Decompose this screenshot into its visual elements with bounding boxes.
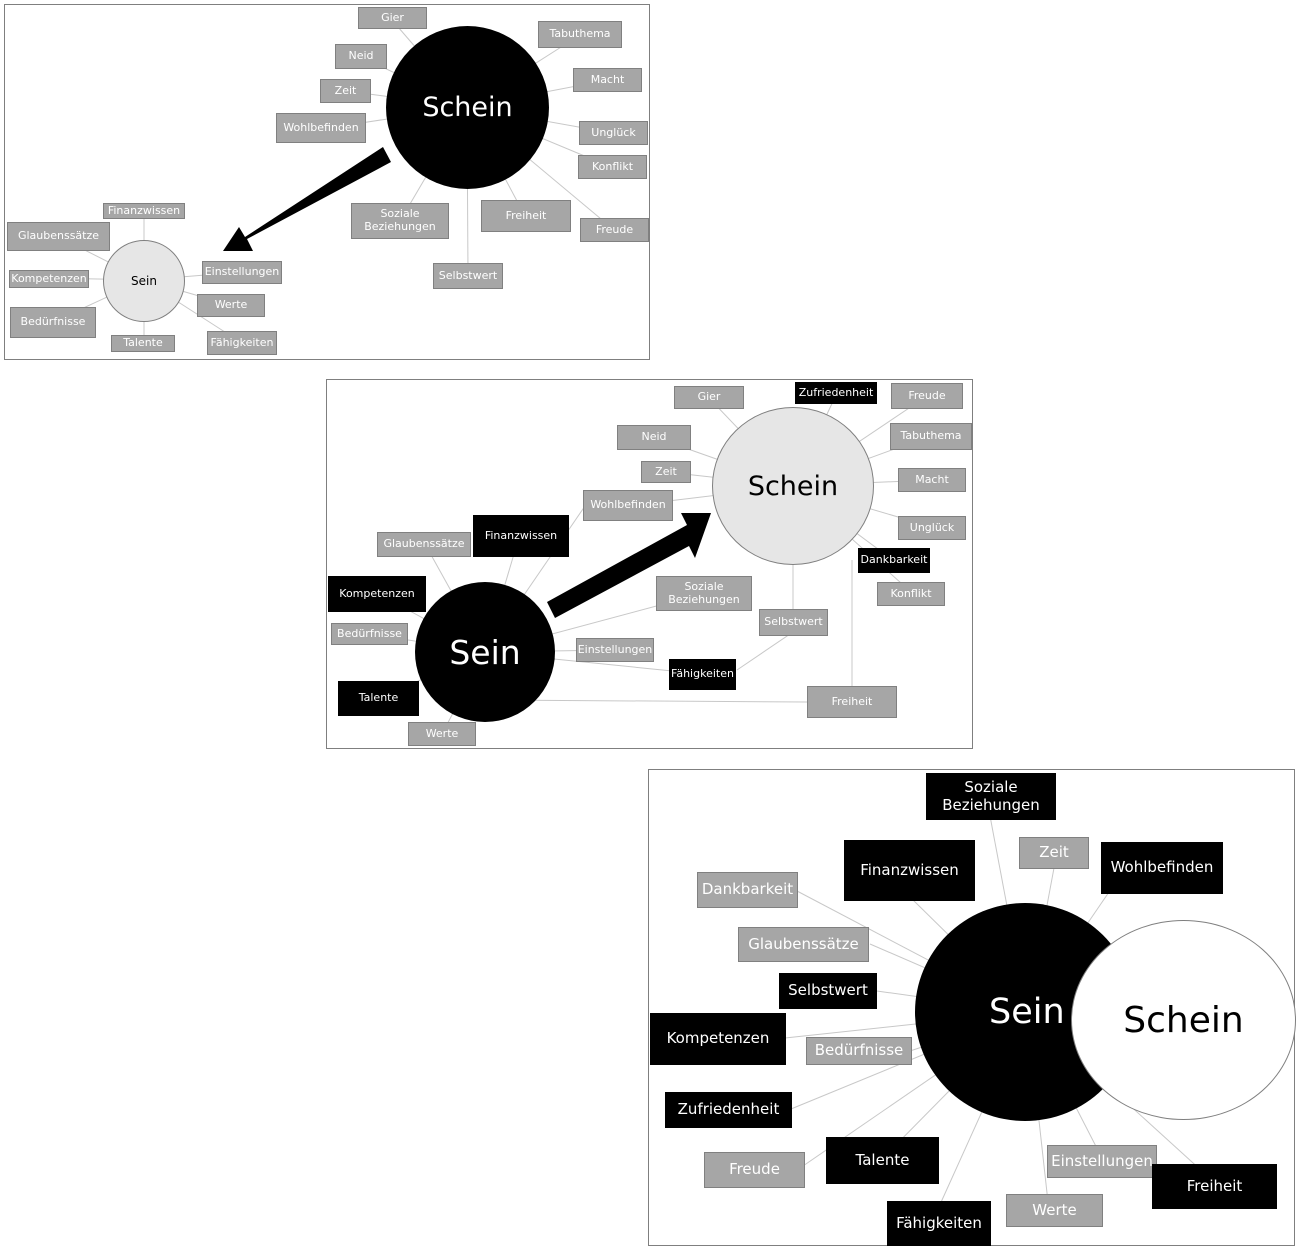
sein-circle-2-label: Sein (449, 632, 521, 672)
tag-selbstwert-3: Selbstwert (779, 973, 877, 1009)
schein-circle-2-label: Schein (747, 470, 839, 502)
tag-unglueck-2: Unglück (898, 516, 966, 540)
tag-macht: Macht (573, 68, 642, 92)
tag-kompetenzen-2: Kompetenzen (328, 576, 426, 612)
tag-talente: Talente (111, 335, 175, 352)
tag-freude-3: Freude (704, 1152, 805, 1188)
diagram-panel-2: Schein Sein Gier Zufriedenheit Freude Ne… (326, 379, 973, 749)
tag-wohlbefinden: Wohlbefinden (276, 113, 366, 143)
tag-freude: Freude (580, 218, 649, 242)
tag-glaubenssaetze-2: Glaubenssätze (377, 532, 471, 557)
tag-kompetenzen-3: Kompetenzen (650, 1013, 786, 1065)
tag-faehigkeiten: Fähigkeiten (207, 331, 277, 355)
tag-beduerfnisse: Bedürfnisse (10, 307, 96, 338)
tag-tabuthema-2: Tabuthema (890, 423, 972, 450)
tag-werte-3: Werte (1006, 1194, 1103, 1227)
tag-unglueck: Unglück (579, 121, 648, 145)
sein-circle: Sein (103, 240, 185, 322)
tag-freude-2: Freude (891, 383, 963, 409)
tag-glaubenssaetze-3: Glaubenssätze (738, 927, 869, 962)
tag-werte: Werte (197, 294, 265, 317)
diagram-panel-1: Schein Sein Gier Neid Zeit Wohlbefinden … (4, 4, 650, 360)
tag-dankbarkeit-2: Dankbarkeit (858, 548, 930, 573)
tag-soziale-beziehungen-3: Soziale Beziehungen (926, 773, 1056, 820)
tag-neid: Neid (335, 44, 387, 69)
tag-kompetenzen: Kompetenzen (9, 270, 89, 288)
schein-circle-3-label: Schein (1123, 999, 1244, 1041)
tag-konflikt-2: Konflikt (877, 582, 945, 606)
tag-zeit: Zeit (320, 79, 371, 103)
tag-finanzwissen: Finanzwissen (103, 203, 185, 219)
tag-faehigkeiten-2: Fähigkeiten (669, 659, 736, 690)
tag-finanzwissen-3: Finanzwissen (844, 840, 975, 901)
tag-zeit-3: Zeit (1019, 837, 1089, 869)
tag-selbstwert-2: Selbstwert (759, 609, 828, 636)
tag-zufriedenheit-2: Zufriedenheit (795, 382, 877, 404)
diagram-panel-3: Sein Schein Soziale Beziehungen Zeit Fin… (648, 769, 1296, 1246)
sein-circle-2: Sein (415, 582, 555, 722)
tag-beduerfnisse-3: Bedürfnisse (806, 1037, 912, 1065)
arrow-sein-to-schein (547, 513, 711, 618)
tag-freiheit-2: Freiheit (807, 686, 897, 718)
tag-talente-3: Talente (826, 1137, 939, 1184)
tag-einstellungen-2: Einstellungen (576, 638, 654, 662)
connector-lines-1 (48, 19, 614, 344)
tag-freiheit: Freiheit (481, 200, 571, 232)
arrow-schein-to-sein (223, 147, 391, 251)
tag-konflikt: Konflikt (578, 155, 647, 179)
tag-zeit-2: Zeit (641, 461, 691, 483)
schein-circle-3: Schein (1071, 920, 1296, 1120)
tag-dankbarkeit-3: Dankbarkeit (697, 872, 798, 908)
tag-wohlbefinden-3: Wohlbefinden (1101, 842, 1223, 894)
tag-soziale-beziehungen: Soziale Beziehungen (351, 203, 449, 239)
tag-neid-2: Neid (617, 425, 691, 450)
tag-soziale-beziehungen-2: Soziale Beziehungen (656, 576, 752, 611)
schein-circle-2: Schein (712, 407, 874, 565)
tag-selbstwert: Selbstwert (433, 263, 503, 289)
tag-freiheit-3: Freiheit (1152, 1164, 1277, 1209)
tag-zufriedenheit-3: Zufriedenheit (665, 1092, 792, 1128)
schein-circle-label: Schein (422, 92, 513, 123)
tag-tabuthema: Tabuthema (538, 21, 622, 48)
sein-circle-3-label: Sein (989, 992, 1065, 1032)
tag-finanzwissen-2: Finanzwissen (473, 515, 569, 557)
tag-gier-2: Gier (674, 386, 744, 409)
tag-faehigkeiten-3: Fähigkeiten (887, 1201, 991, 1246)
sein-circle-label: Sein (131, 274, 157, 288)
tag-werte-2: Werte (408, 722, 476, 746)
tag-glaubenssaetze: Glaubenssätze (7, 222, 110, 251)
tag-gier: Gier (358, 7, 427, 29)
tag-einstellungen-3: Einstellungen (1047, 1145, 1157, 1178)
tag-wohlbefinden-2: Wohlbefinden (583, 490, 673, 521)
tag-talente-2: Talente (338, 681, 419, 716)
tag-beduerfnisse-2: Bedürfnisse (331, 623, 408, 645)
tag-einstellungen: Einstellungen (202, 261, 282, 284)
schein-circle: Schein (386, 26, 549, 189)
tag-macht-2: Macht (898, 468, 966, 492)
